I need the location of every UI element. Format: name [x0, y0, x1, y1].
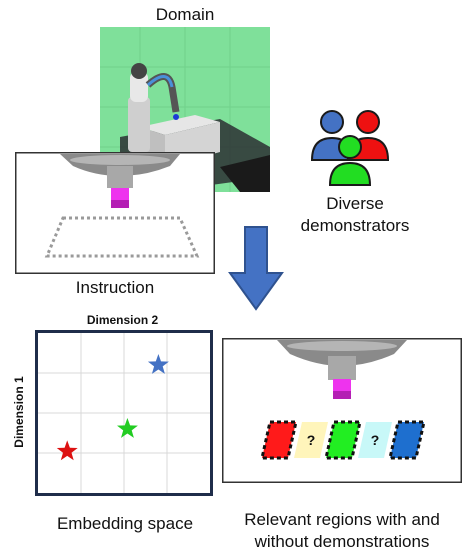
demonstrators-label: Diverse demonstrators [290, 193, 420, 237]
star-icon-green-demonstrator [117, 418, 138, 438]
embedding-plot [35, 330, 213, 496]
region-tile-green [324, 420, 362, 460]
unknown-mark-cyan: ? [371, 432, 380, 448]
region-tile-blue [388, 420, 426, 460]
region-tile-cyan [358, 422, 392, 458]
people-group-icon [310, 110, 390, 186]
down-arrow-icon [228, 226, 284, 311]
y-axis-label: Dimension 1 [12, 376, 26, 448]
star-icon-red-demonstrator [56, 440, 78, 461]
demonstrators-label-line1: Diverse [326, 194, 384, 213]
embedding-space-label: Embedding space [56, 514, 194, 533]
table-top [140, 115, 220, 135]
star-icon-blue-demonstrator [147, 354, 169, 374]
robot-base [128, 97, 150, 152]
person-green [328, 135, 372, 186]
target-block [173, 114, 179, 120]
regions-label-line2: without demonstrations [254, 532, 430, 551]
region-tile-yellow [294, 422, 328, 458]
instruction-label: Instruction [75, 278, 155, 297]
target-region-outline [44, 216, 200, 258]
region-tile-red [260, 420, 298, 460]
unknown-mark-yellow: ? [307, 432, 316, 448]
domain-label: Domain [155, 5, 215, 24]
regions-label-line1: Relevant regions with and [244, 510, 440, 529]
regions-image: ?? [222, 338, 462, 483]
demonstrators-label-line2: demonstrators [300, 216, 410, 235]
regions-label: Relevant regions with and without demons… [222, 509, 462, 553]
x-axis-label: Dimension 2 [86, 313, 159, 327]
instruction-image [15, 152, 215, 274]
